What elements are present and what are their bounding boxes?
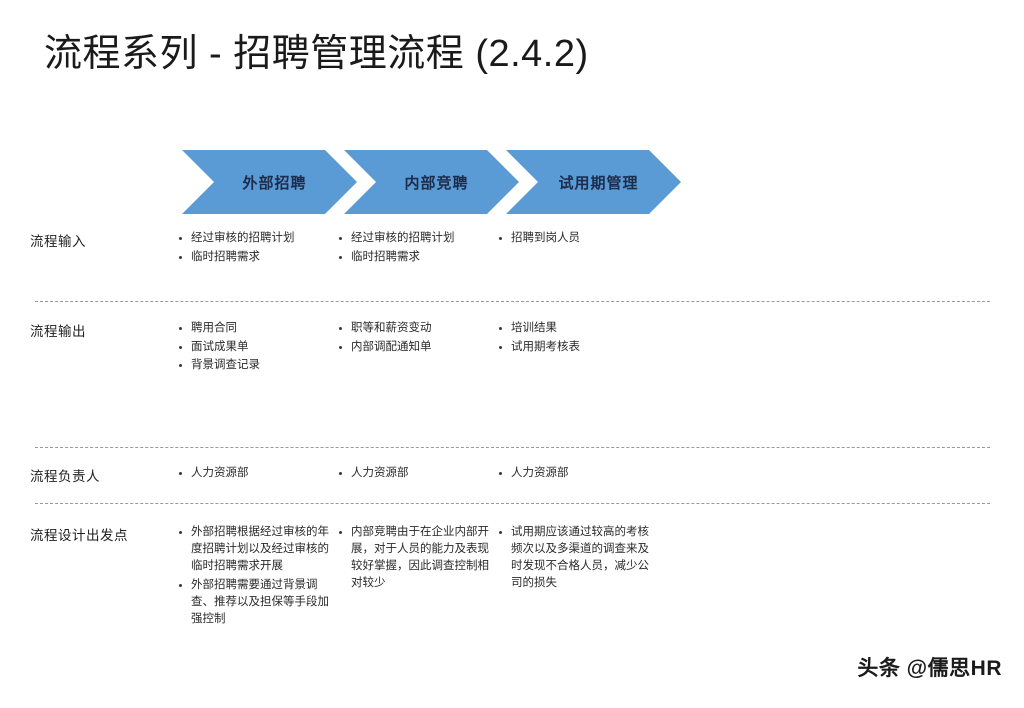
row-owner-col-3-list: 人力资源部 bbox=[495, 465, 649, 482]
chevron-phase-3[interactable]: 试用期管理 bbox=[506, 150, 681, 214]
list-item: 内部调配通知单 bbox=[335, 339, 489, 356]
row-design-basis-col-3: 试用期应该通过较高的考核频次以及多渠道的调查来及时发现不合格人员，减少公司的损失 bbox=[495, 524, 655, 630]
row-design-basis-col-3-list: 试用期应该通过较高的考核频次以及多渠道的调查来及时发现不合格人员，减少公司的损失 bbox=[495, 524, 649, 592]
list-item: 试用期应该通过较高的考核频次以及多渠道的调查来及时发现不合格人员，减少公司的损失 bbox=[495, 524, 649, 592]
row-output-col-2: 职等和薪资变动 内部调配通知单 bbox=[335, 320, 495, 376]
row-divider-3 bbox=[35, 503, 990, 504]
row-input-col-2-list: 经过审核的招聘计划 临时招聘需求 bbox=[335, 230, 489, 265]
row-input-col-1: 经过审核的招聘计划 临时招聘需求 bbox=[175, 230, 335, 267]
list-item: 人力资源部 bbox=[175, 465, 329, 482]
row-design-basis-columns: 外部招聘根据经过审核的年度招聘计划以及经过审核的临时招聘需求开展 外部招聘需要通… bbox=[175, 524, 695, 630]
row-input-col-2: 经过审核的招聘计划 临时招聘需求 bbox=[335, 230, 495, 267]
row-input-col-1-list: 经过审核的招聘计划 临时招聘需求 bbox=[175, 230, 329, 265]
list-item: 临时招聘需求 bbox=[175, 249, 329, 266]
row-owner-col-3: 人力资源部 bbox=[495, 465, 655, 484]
row-owner-col-2-list: 人力资源部 bbox=[335, 465, 489, 482]
row-design-basis-col-1: 外部招聘根据经过审核的年度招聘计划以及经过审核的临时招聘需求开展 外部招聘需要通… bbox=[175, 524, 335, 630]
list-item: 培训结果 bbox=[495, 320, 649, 337]
row-output-col-3-list: 培训结果 试用期考核表 bbox=[495, 320, 649, 355]
row-divider-2 bbox=[35, 447, 990, 448]
list-item: 试用期考核表 bbox=[495, 339, 649, 356]
watermark: 头条 @儒思HR bbox=[857, 657, 1002, 680]
list-item: 聘用合同 bbox=[175, 320, 329, 337]
list-item: 职等和薪资变动 bbox=[335, 320, 489, 337]
row-design-basis-col-2: 内部竞聘由于在企业内部开展，对于人员的能力及表现较好掌握，因此调查控制相对较少 bbox=[335, 524, 495, 630]
row-input-columns: 经过审核的招聘计划 临时招聘需求 经过审核的招聘计划 临时招聘需求 招聘到岗人员 bbox=[175, 230, 695, 267]
list-item: 人力资源部 bbox=[335, 465, 489, 482]
list-item: 经过审核的招聘计划 bbox=[335, 230, 489, 247]
list-item: 背景调查记录 bbox=[175, 357, 329, 374]
row-input-col-3-list: 招聘到岗人员 bbox=[495, 230, 649, 247]
row-owner-columns: 人力资源部 人力资源部 人力资源部 bbox=[175, 465, 695, 484]
row-owner-col-1: 人力资源部 bbox=[175, 465, 335, 484]
row-label-input: 流程输入 bbox=[30, 234, 86, 249]
list-item: 人力资源部 bbox=[495, 465, 649, 482]
row-output-col-2-list: 职等和薪资变动 内部调配通知单 bbox=[335, 320, 489, 355]
row-label-owner: 流程负责人 bbox=[30, 469, 100, 484]
page-title: 流程系列 - 招聘管理流程 (2.4.2) bbox=[44, 33, 589, 75]
chevron-phase-2[interactable]: 内部竞聘 bbox=[344, 150, 519, 214]
row-owner-col-1-list: 人力资源部 bbox=[175, 465, 329, 482]
chevron-phase-3-label: 试用期管理 bbox=[558, 174, 639, 192]
list-item: 内部竞聘由于在企业内部开展，对于人员的能力及表现较好掌握，因此调查控制相对较少 bbox=[335, 524, 489, 592]
row-output-col-1: 聘用合同 面试成果单 背景调查记录 bbox=[175, 320, 335, 376]
chevron-phase-1[interactable]: 外部招聘 bbox=[182, 150, 357, 214]
row-design-basis-col-1-list: 外部招聘根据经过审核的年度招聘计划以及经过审核的临时招聘需求开展 外部招聘需要通… bbox=[175, 524, 329, 628]
row-label-output: 流程输出 bbox=[30, 324, 86, 339]
list-item: 招聘到岗人员 bbox=[495, 230, 649, 247]
list-item: 经过审核的招聘计划 bbox=[175, 230, 329, 247]
process-chevron-band: 外部招聘 内部竞聘 试用期管理 bbox=[182, 150, 668, 214]
row-design-basis-col-2-list: 内部竞聘由于在企业内部开展，对于人员的能力及表现较好掌握，因此调查控制相对较少 bbox=[335, 524, 489, 592]
row-divider-1 bbox=[35, 301, 990, 302]
list-item: 外部招聘需要通过背景调查、推荐以及担保等手段加强控制 bbox=[175, 577, 329, 628]
list-item: 临时招聘需求 bbox=[335, 249, 489, 266]
row-output-col-1-list: 聘用合同 面试成果单 背景调查记录 bbox=[175, 320, 329, 374]
chevron-phase-1-label: 外部招聘 bbox=[242, 174, 307, 192]
chevron-phase-2-label: 内部竞聘 bbox=[404, 174, 469, 192]
row-label-design-basis: 流程设计出发点 bbox=[30, 528, 128, 543]
row-output-columns: 聘用合同 面试成果单 背景调查记录 职等和薪资变动 内部调配通知单 培训结果 试… bbox=[175, 320, 695, 376]
row-output-col-3: 培训结果 试用期考核表 bbox=[495, 320, 655, 376]
list-item: 外部招聘根据经过审核的年度招聘计划以及经过审核的临时招聘需求开展 bbox=[175, 524, 329, 575]
list-item: 面试成果单 bbox=[175, 339, 329, 356]
row-input-col-3: 招聘到岗人员 bbox=[495, 230, 655, 267]
row-owner-col-2: 人力资源部 bbox=[335, 465, 495, 484]
